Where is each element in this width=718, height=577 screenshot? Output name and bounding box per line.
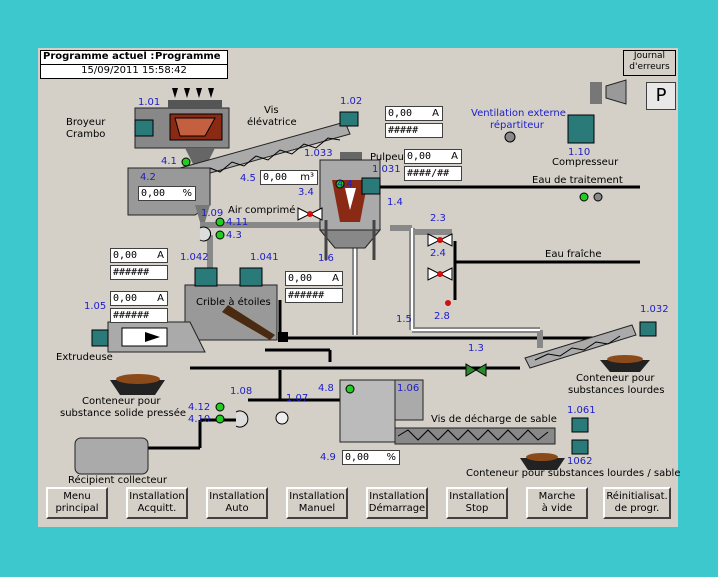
id-4-4: 4.4	[337, 179, 353, 190]
label-broyeur: Broyeur	[66, 117, 106, 128]
id-1-041: 1.041	[250, 252, 279, 263]
field-4-9-level: 0,00%	[342, 450, 400, 465]
id-4-9: 4.9	[320, 452, 336, 463]
id-1-5: 1.5	[396, 314, 412, 325]
label-conteneur-sable: Conteneur pour substances lourdes / sabl…	[466, 468, 681, 479]
label-vis-decharge: Vis de décharge de sable	[431, 414, 557, 425]
label-air-comprime: Air comprimé	[228, 205, 296, 216]
id-1-10: 1.10	[568, 147, 591, 158]
label-compresseur: Compresseur	[552, 157, 619, 168]
reinitialisation-programme-button[interactable]: Réinitialisat.de progr.	[603, 487, 671, 519]
label-recipient: Récipient collecteur	[68, 475, 167, 486]
id-4-1: 4.1	[161, 156, 177, 167]
id-2-8: 2.8	[434, 311, 450, 322]
label-extrudeuse: Extrudeuse	[56, 352, 113, 363]
id-4-11: 4.11	[226, 217, 249, 228]
label-conteneur-lourdes-2: substances lourdes	[568, 385, 665, 396]
label-vis: Vis	[264, 105, 279, 116]
id-1-031: 1.031	[372, 164, 401, 175]
label-eau-traitement: Eau de traitement	[532, 175, 623, 186]
id-1-01: 1.01	[138, 97, 161, 108]
id-4-10: 4.10	[188, 414, 211, 425]
label-conteneur-pressee-1: Conteneur pour	[82, 396, 161, 407]
label-pulpeur: Pulpeur	[370, 152, 408, 163]
id-1-08: 1.08	[230, 386, 253, 397]
id-4-2: 4.2	[140, 172, 156, 183]
id-2-4: 2.4	[430, 248, 446, 259]
id-1-02: 1.02	[340, 96, 363, 107]
field-1-6-status: ######	[285, 288, 343, 303]
id-1-06: 1.06	[397, 383, 420, 394]
datetime: 15/09/2011 15:58:42	[81, 65, 187, 76]
id-1-4: 1.4	[387, 197, 403, 208]
label-ventilation-2: répartiteur	[490, 120, 544, 131]
field-1-042-status: ######	[110, 265, 168, 280]
id-4-8: 4.8	[318, 383, 334, 394]
field-1-02-status: #####	[385, 123, 443, 138]
label-eau-fraiche: Eau fraîche	[545, 249, 602, 260]
field-4-2-level: 0,00%	[138, 186, 196, 201]
label-conteneur-pressee-2: substance solide pressée	[60, 408, 187, 419]
id-4-5: 4.5	[240, 173, 256, 184]
id-3-4: 3.4	[298, 187, 314, 198]
field-1-031-status: ####/##	[404, 166, 462, 181]
id-1062: 1062	[567, 456, 593, 467]
id-4-12: 4.12	[188, 402, 211, 413]
id-1-3: 1.3	[468, 343, 484, 354]
id-1-05: 1.05	[84, 301, 107, 312]
id-1-042: 1.042	[180, 252, 209, 263]
label-ventilation-1: Ventilation externe	[471, 108, 566, 119]
id-4-3: 4.3	[226, 230, 242, 241]
field-1-05-status: ######	[110, 308, 168, 323]
label-elevatrice: élévatrice	[247, 117, 297, 128]
id-1-061: 1.061	[567, 405, 596, 416]
id-1-07: 1.07	[286, 393, 309, 404]
programme-label: Programme actuel :	[43, 51, 155, 62]
label-conteneur-lourdes-1: Conteneur pour	[576, 373, 655, 384]
label-crambo: Crambo	[66, 129, 106, 140]
error-journal-button[interactable]: Journal d'erreurs	[623, 50, 676, 76]
id-1-6: 1.6	[318, 253, 334, 264]
id-1-09: 1.09	[201, 208, 224, 219]
id-2-3: 2.3	[430, 213, 446, 224]
id-1-033: 1.033	[304, 148, 333, 159]
datetime-box: 15/09/2011 15:58:42	[40, 64, 228, 79]
p-button[interactable]: P	[646, 82, 676, 110]
id-1-032: 1.032	[640, 304, 669, 315]
label-crible: Crible à étoiles	[196, 297, 271, 308]
